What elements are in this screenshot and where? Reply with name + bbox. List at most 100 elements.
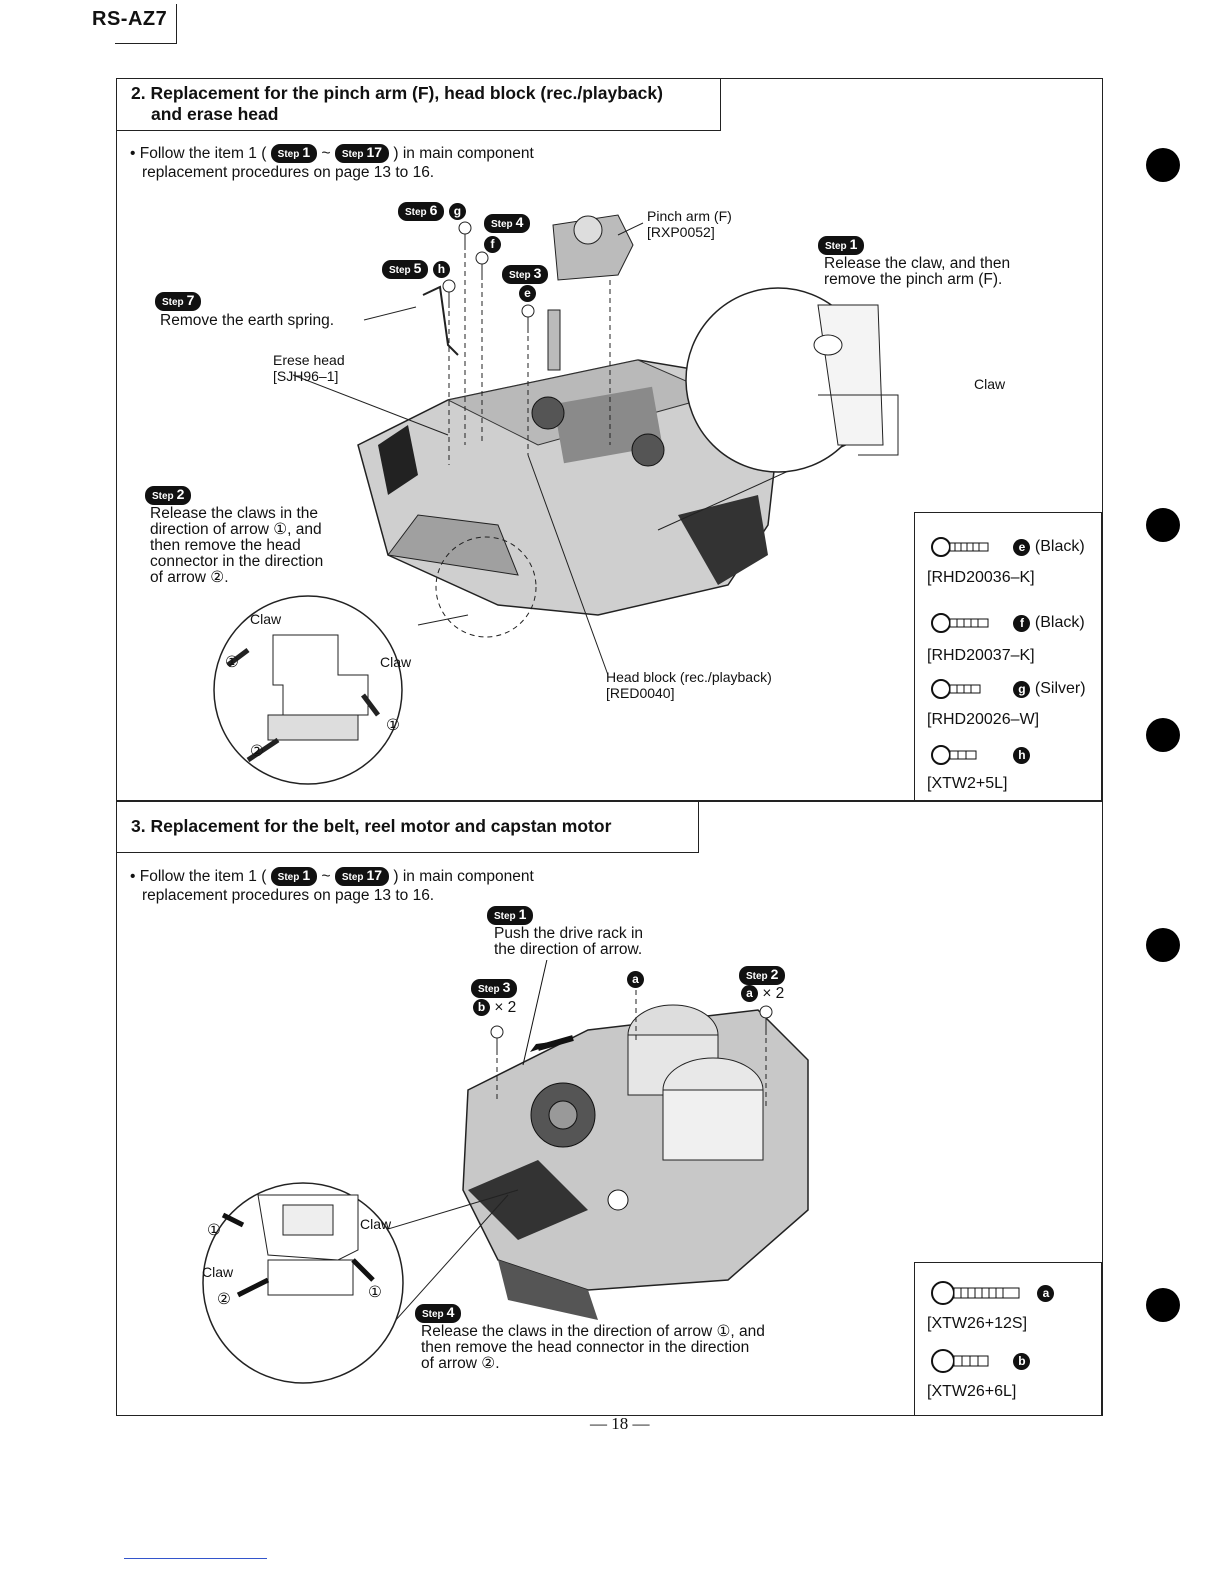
push-arrow-shaft [537,1035,574,1051]
section2-title-line2: and erase head [151,104,279,124]
s3-step3-qty: b × 2 [473,998,516,1017]
claw-label-left-1: Claw [250,611,282,627]
header-divider [176,4,177,44]
guide-lines [496,990,767,1110]
leader-line [417,614,469,626]
earth-spring [422,285,459,356]
arrow-1-label: ① [225,654,239,671]
erase-head-label: Erese head [SJH96–1] [273,352,345,384]
claw-label-1: Claw [360,1216,392,1232]
leader-line [292,374,449,436]
follow-text: ) in main component [393,868,534,885]
arrow-2-label: ② [217,1291,231,1308]
claw-detail-circle-left [213,595,403,785]
screw-part-number: [XTW2+5L] [927,775,1008,792]
leader-line [367,1189,519,1236]
section2-panel [116,78,1103,802]
arrow-1-label: ① [207,1222,221,1239]
step1-instructions: Release the claw, and then remove the pi… [824,255,1011,288]
screw-legend-row-b: b [931,1349,1031,1373]
screw-legend-row-f: f (Black) [931,613,1085,633]
model-number: RS-AZ7 [92,8,168,30]
screw-part-number: [RHD20037–K] [927,647,1035,664]
screw-legend-box: e (Black) [RHD20036–K] f (Black) [RHD200… [914,512,1102,802]
binder-hole-2 [1146,508,1180,542]
screw-letter-g: g [448,203,466,220]
claw-detail-circle-right [685,287,899,473]
arrow-2-label: ② [250,743,264,760]
screw-part-number: [XTW26+6L] [927,1383,1017,1400]
motor-assembly-illustration [462,1004,809,1320]
follow-text-line2: replacement procedures on page 13 to 16. [142,164,435,182]
screw-letter-f: f [484,236,501,253]
screw-part-number: [XTW26+12S] [927,1315,1028,1332]
tape-mechanism-illustration [357,309,779,616]
step7-instructions: Remove the earth spring. [160,312,335,329]
page-number: — 18 — [590,1414,650,1433]
claw-label-2: Claw [202,1264,234,1280]
follow-text: • Follow the item 1 ( [130,145,267,162]
claw-label-right: Claw [974,376,1006,392]
screw-icon [931,1281,1027,1305]
screw-icons [490,1005,773,1055]
binder-hole-4 [1146,928,1180,962]
screw-legend-box-s3: a [XTW26+12S] b [XTW26+6L] [914,1262,1102,1416]
screw-icon [931,537,997,557]
screw-icons [442,221,535,333]
screw-letter-e: e [519,285,536,302]
screw-part-number: [RHD20026–W] [927,711,1040,728]
follow-text: • Follow the item 1 ( [130,868,267,885]
pinch-arm-label: Pinch arm (F) [RXP0052] [647,208,732,240]
binder-hole-3 [1146,718,1180,752]
screw-icon [931,745,997,765]
section2-diagram [213,214,899,785]
section3-title: 3. Replacement for the belt, reel motor … [117,801,699,853]
s3-step4-instructions: Release the claws in the direction of ar… [421,1323,765,1372]
screw-legend-row-a: a [931,1281,1055,1305]
tilde: ~ [321,145,331,162]
screw-part-number: [RHD20036–K] [927,569,1035,586]
step2-instructions: Release the claws in the direction of ar… [150,505,324,586]
screw-letter-a: a [627,971,644,988]
s3-step2-qty: a × 2 [741,984,784,1003]
pinch-arm-part [552,214,634,281]
binder-hole-5 [1146,1288,1180,1322]
screw-icon [931,679,997,699]
screw-icon [931,1349,997,1373]
section2-title: 2. Replacement for the pinch arm (F), he… [117,79,721,131]
screw-legend-row-g: g (Silver) [931,679,1086,699]
leader-line [377,1194,509,1341]
screw-icon [931,613,997,633]
arrow-1-label: ① [386,717,400,734]
screw-letter-h: h [432,261,450,278]
leader-line [363,306,417,321]
arrow-1-label: ① [368,1284,382,1301]
footer-rule [124,1558,267,1559]
leader-line [617,222,644,236]
follow-text: ) in main component [393,145,534,162]
head-block-label: Head block (rec./playback) [RED0040] [606,669,772,701]
leader-line [527,454,609,676]
claw-detail-circle [202,1182,404,1384]
section3-diagram [202,960,809,1384]
s3-step1-instructions: Push the drive rack in the direction of … [494,925,644,958]
binder-hole-1 [1146,148,1180,182]
header-underline [115,43,177,44]
screw-legend-row-e: e (Black) [931,537,1085,557]
leader-line [522,960,548,1066]
